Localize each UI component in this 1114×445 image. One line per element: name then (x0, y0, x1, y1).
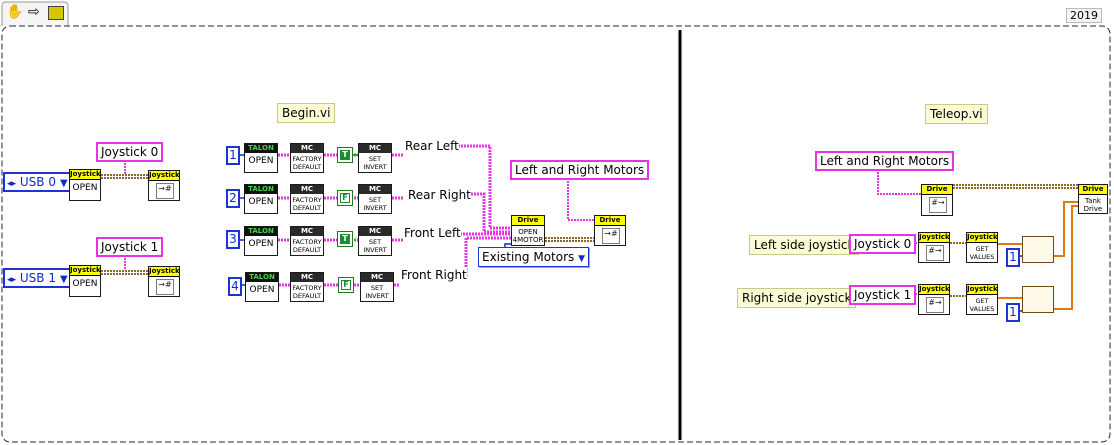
tank-drive[interactable]: Drive Tank Drive (1078, 184, 1108, 214)
motor-name-2: Rear Right (408, 188, 471, 202)
drive-ref-teleop[interactable]: Drive #→ (921, 184, 953, 216)
mc-set-invert-2[interactable]: MC SET INVERT (358, 184, 392, 214)
dropdown-arrow-icon: ▼ (578, 254, 586, 264)
existing-motors-enum[interactable]: Existing Motors ▼ (478, 247, 590, 267)
teleop-motors-label: Left and Right Motors (815, 151, 955, 171)
labview-icon[interactable] (48, 6, 64, 20)
begin-title: Begin.vi (277, 103, 336, 123)
motor-index-3[interactable]: 3 (226, 230, 240, 249)
motor-index-4[interactable]: 4 (228, 277, 242, 296)
joystick-ref-teleop-1[interactable]: Joystick #→ (918, 284, 950, 315)
version-year: 2019 (1066, 8, 1102, 23)
joystick-ref-0[interactable]: Joystick →# (148, 170, 180, 201)
joystick-ref-1[interactable]: Joystick →# (148, 266, 180, 297)
motor-name-3: Front Left (404, 226, 461, 240)
invert-bool-2[interactable]: F (337, 190, 353, 206)
motor-index-1[interactable]: 1 (226, 146, 240, 165)
dropdown-arrow-icon: ▼ (59, 178, 68, 189)
talon-open-1[interactable]: TALON OPEN (244, 143, 278, 173)
joystick-open-1[interactable]: Joystick OPEN (69, 265, 101, 297)
refnum-icon: #→ (926, 245, 944, 261)
joystick-ref-teleop-0[interactable]: Joystick #→ (918, 232, 950, 263)
arrow-icon[interactable]: ⇨ (28, 4, 40, 20)
joystick-0-label: Joystick 0 (96, 142, 164, 162)
motor-name-1: Rear Left (405, 139, 459, 153)
refnum-icon: →# (156, 279, 174, 295)
teleop-title: Teleop.vi (925, 104, 988, 124)
refnum-icon: →# (156, 183, 174, 199)
usb-1-control[interactable]: ◂▸ USB 1▼ (3, 268, 72, 288)
left-side-joystick-note: Left side joystick (749, 235, 860, 255)
joystick-get-values-1[interactable]: Joystick GET VALUES (966, 284, 998, 315)
axis-index-1[interactable]: 1 (1006, 303, 1020, 322)
refnum-icon: #→ (929, 197, 947, 213)
joystick-open-0[interactable]: Joystick OPEN (69, 169, 101, 201)
mc-factory-4[interactable]: MC FACTORY DEFAULT (290, 272, 324, 302)
talon-open-3[interactable]: TALON OPEN (244, 226, 278, 256)
right-side-joystick-note: Right side joystick (737, 288, 857, 308)
drive-ref-begin[interactable]: Drive →# (594, 215, 626, 246)
hand-icon[interactable]: ✋ (6, 4, 24, 20)
refnum-icon: →# (602, 228, 620, 244)
mc-set-invert-4[interactable]: MC SET INVERT (360, 272, 394, 302)
mc-set-invert-3[interactable]: MC SET INVERT (358, 226, 392, 256)
dropdown-arrow-icon: ▼ (59, 274, 68, 285)
axis-index-0[interactable]: 1 (1006, 248, 1020, 267)
index-array-icon-0[interactable] (1022, 236, 1054, 263)
index-array-icon-1[interactable] (1022, 286, 1054, 313)
drive-open-4motor[interactable]: Drive OPEN 4MOTOR (511, 215, 545, 246)
invert-bool-3[interactable]: T (337, 231, 353, 247)
begin-motors-label: Left and Right Motors (510, 160, 650, 180)
teleop-joystick-1-label: Joystick 1 (849, 285, 917, 305)
motor-index-2[interactable]: 2 (226, 189, 240, 208)
mc-set-invert-1[interactable]: MC SET INVERT (358, 143, 392, 173)
motor-name-4: Front Right (401, 268, 467, 282)
joystick-1-label: Joystick 1 (96, 237, 164, 257)
mc-factory-3[interactable]: MC FACTORY DEFAULT (290, 226, 324, 256)
refnum-icon: #→ (926, 297, 944, 313)
invert-bool-4[interactable]: F (338, 277, 354, 293)
invert-bool-1[interactable]: T (337, 147, 353, 163)
mc-factory-1[interactable]: MC FACTORY DEFAULT (290, 143, 324, 173)
talon-open-2[interactable]: TALON OPEN (244, 184, 278, 214)
usb-0-control[interactable]: ◂▸ USB 0▼ (3, 172, 72, 192)
teleop-joystick-0-label: Joystick 0 (849, 234, 917, 254)
joystick-get-values-0[interactable]: Joystick GET VALUES (966, 232, 998, 263)
mc-factory-2[interactable]: MC FACTORY DEFAULT (290, 184, 324, 214)
talon-open-4[interactable]: TALON OPEN (245, 272, 279, 302)
